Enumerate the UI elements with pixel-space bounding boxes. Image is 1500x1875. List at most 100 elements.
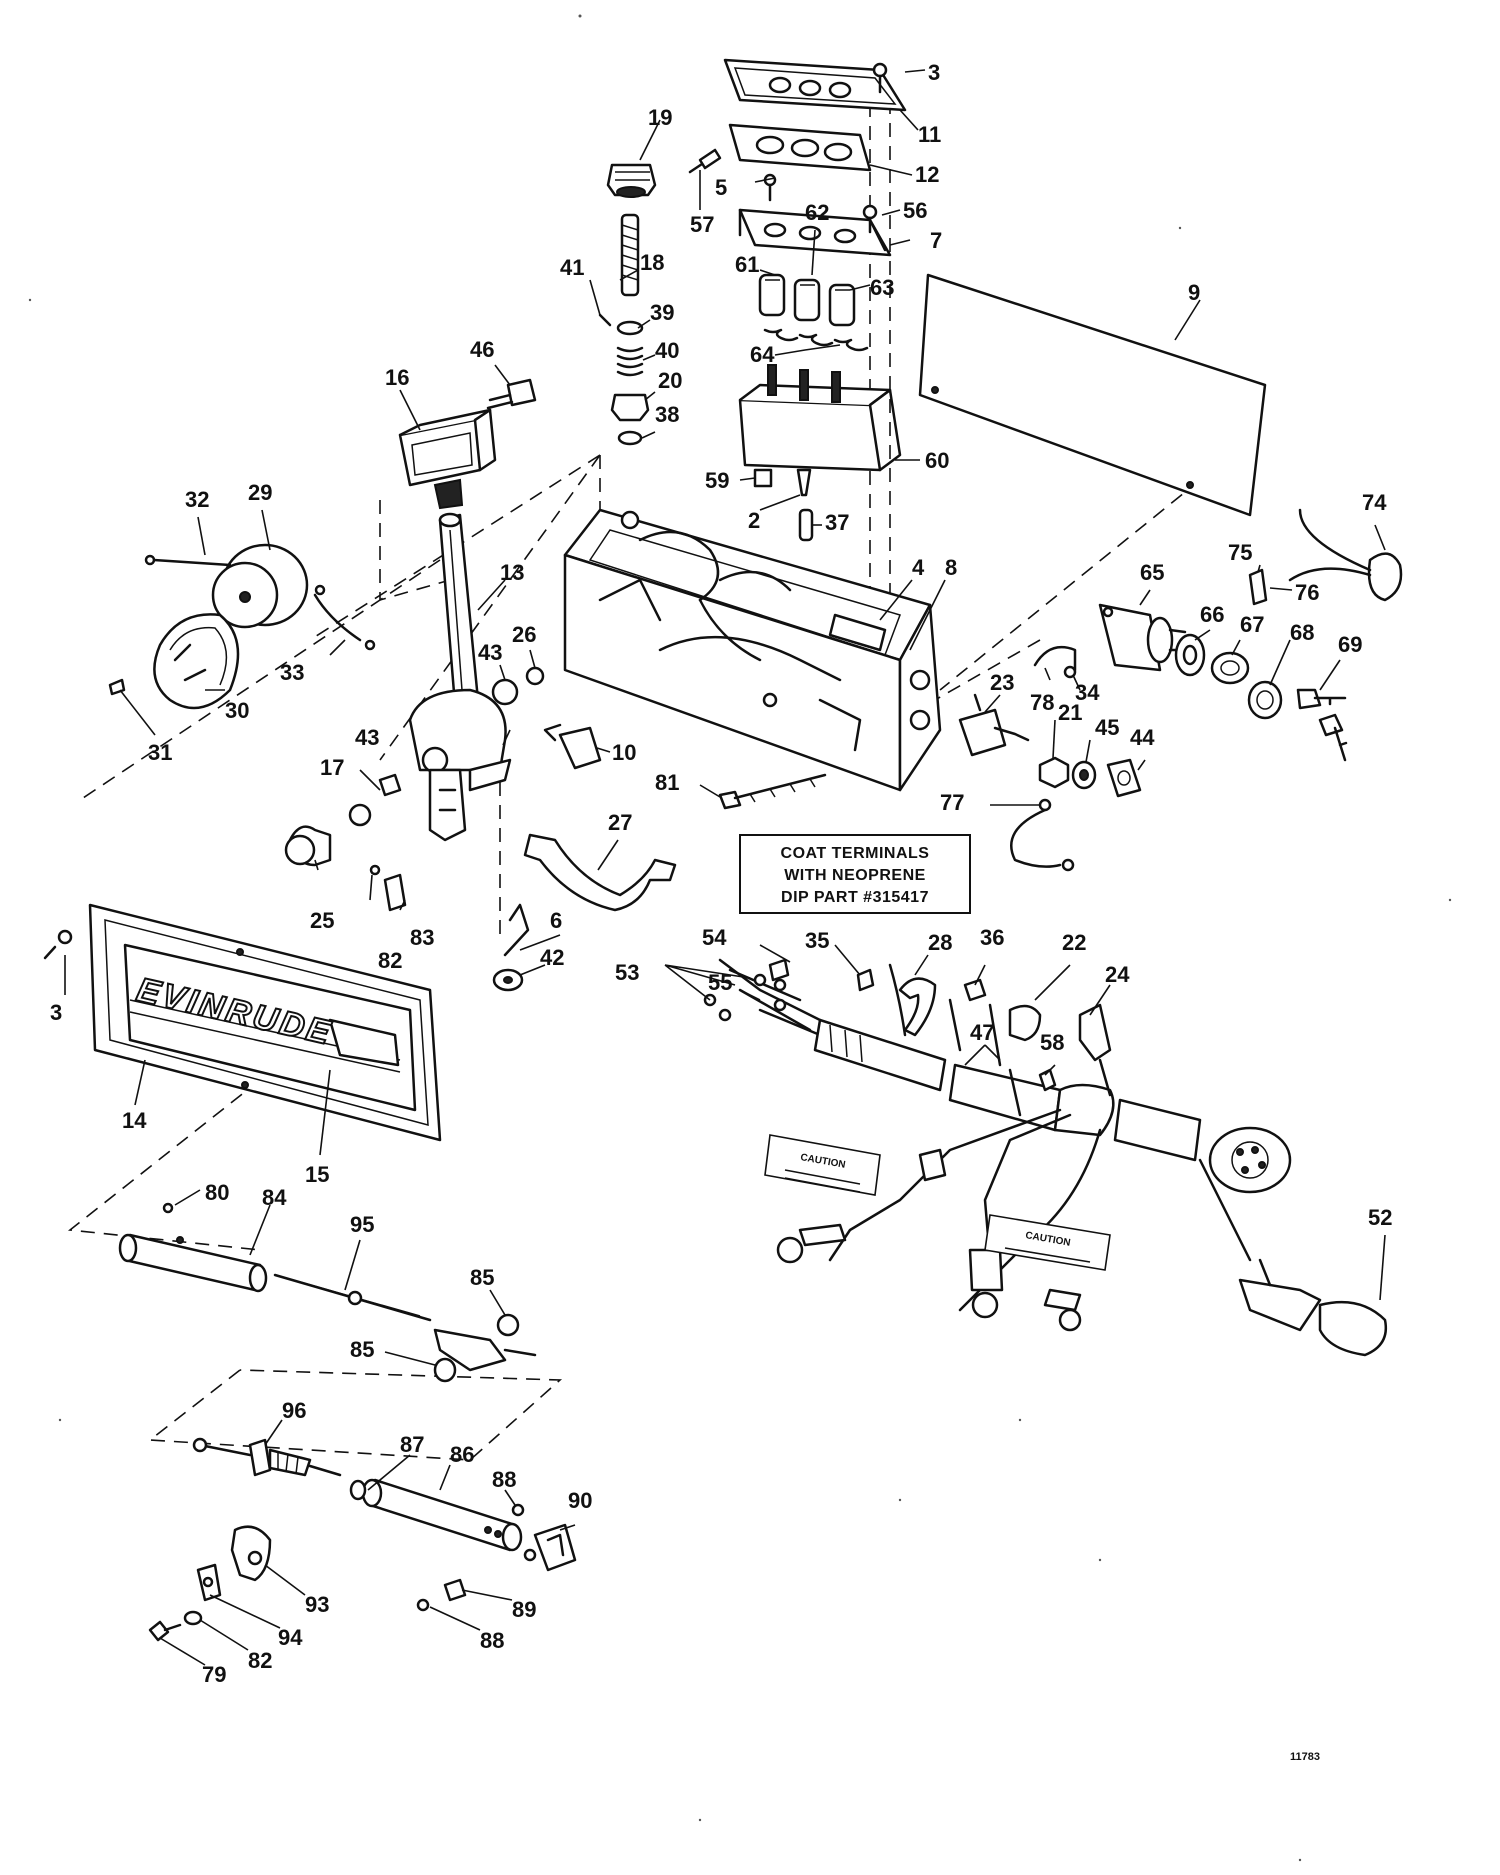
callout-21: 21 <box>1058 700 1082 725</box>
washers-66-67-68 <box>1174 633 1283 720</box>
callout-19: 19 <box>648 105 672 130</box>
strap-27 <box>523 833 677 912</box>
washer-80 <box>162 1202 174 1214</box>
callout-7: 7 <box>930 228 942 253</box>
callout-75: 75 <box>1228 540 1252 565</box>
screws-top <box>688 62 888 234</box>
caution-label-1: CAUTION <box>764 1134 881 1196</box>
callout-59: 59 <box>705 468 729 493</box>
callouts: 3 11 12 5 56 57 7 19 62 61 63 18 41 39 9… <box>50 60 1392 1687</box>
drawing-number: 11783 <box>1290 1751 1320 1763</box>
wire-77 <box>1010 798 1075 872</box>
callout-5: 5 <box>715 175 727 200</box>
screw-18 <box>620 213 640 297</box>
callout-14: 14 <box>122 1108 147 1133</box>
tube-84 <box>118 1233 268 1293</box>
callout-47: 47 <box>970 1020 994 1045</box>
tube-86 <box>349 1478 523 1552</box>
scan-specks <box>28 14 1452 1862</box>
springs-64 <box>763 328 869 352</box>
neoprene-note: COAT TERMINALS WITH NEOPRENE DIP PART #3… <box>739 834 971 914</box>
callout-32: 32 <box>185 487 209 512</box>
callout-8: 8 <box>945 555 957 580</box>
ignition-switch-65 <box>1098 603 1187 672</box>
callout-6: 6 <box>550 908 562 933</box>
callout-43-b: 43 <box>355 725 379 750</box>
callout-24: 24 <box>1105 962 1130 987</box>
leader-lines <box>64 69 1386 1666</box>
callout-69: 69 <box>1338 632 1362 657</box>
note-line-1: COAT TERMINALS <box>781 845 930 862</box>
bracket-78-screw-34 <box>1033 645 1077 679</box>
callout-65: 65 <box>1140 560 1164 585</box>
callout-13: 13 <box>500 560 524 585</box>
callout-54: 54 <box>702 925 727 950</box>
indicator-lamps-61-63 <box>758 273 856 327</box>
rod-end-85 <box>433 1313 537 1383</box>
callout-88-b: 88 <box>480 1628 504 1653</box>
callout-81: 81 <box>655 770 679 795</box>
callout-61: 61 <box>735 252 759 277</box>
callout-17: 17 <box>320 755 344 780</box>
control-housing <box>563 508 942 792</box>
callout-16: 16 <box>385 365 409 390</box>
callout-4: 4 <box>912 555 925 580</box>
rod-95 <box>273 1273 432 1322</box>
callout-85-a: 85 <box>470 1265 494 1290</box>
callout-80: 80 <box>205 1180 229 1205</box>
small-hardware-left <box>284 666 602 912</box>
callout-30: 30 <box>225 698 249 723</box>
cover-plate-9 <box>918 273 1267 517</box>
callout-31: 31 <box>148 740 172 765</box>
lamp-housing-60 <box>738 364 902 472</box>
callout-26: 26 <box>512 622 536 647</box>
clip-90 <box>523 1523 577 1572</box>
harness-clamps <box>768 958 1112 1117</box>
note-line-2: WITH NEOPRENE <box>784 867 926 884</box>
callout-9: 9 <box>1188 280 1200 305</box>
callout-41: 41 <box>560 255 584 280</box>
wire-32-33 <box>108 554 376 696</box>
callout-84: 84 <box>262 1185 287 1210</box>
callout-39: 39 <box>650 300 674 325</box>
callout-53: 53 <box>615 960 639 985</box>
nuts-21-45-44 <box>1038 756 1142 798</box>
callout-12: 12 <box>915 162 939 187</box>
callout-87: 87 <box>400 1432 424 1457</box>
callout-96: 96 <box>282 1398 306 1423</box>
callout-74: 74 <box>1362 490 1387 515</box>
screw-3-faceplate <box>43 929 73 960</box>
caution-label-2: CAUTION <box>984 1214 1111 1271</box>
callout-82-a: 82 <box>378 948 402 973</box>
faceplate-14: EVINRUDE <box>88 903 442 1142</box>
gauge-bezel-30 <box>153 613 240 710</box>
callout-15: 15 <box>305 1162 329 1187</box>
callout-33: 33 <box>280 660 304 685</box>
callout-86: 86 <box>450 1442 474 1467</box>
note-line-3: DIP PART #315417 <box>781 889 929 906</box>
wire-harness-47 <box>703 958 1388 1357</box>
callout-40: 40 <box>655 338 679 363</box>
callout-94: 94 <box>278 1625 303 1650</box>
callout-2: 2 <box>748 508 760 533</box>
callout-29: 29 <box>248 480 272 505</box>
indicator-faceplate-11 <box>723 58 907 112</box>
bolt-81 <box>718 773 827 810</box>
callout-42: 42 <box>540 945 564 970</box>
callout-58: 58 <box>1040 1030 1064 1055</box>
bracket-93-94-82-79 <box>148 1525 272 1642</box>
cable-end-96 <box>192 1437 342 1477</box>
callout-62: 62 <box>805 200 829 225</box>
lanyard-74-75-76 <box>1248 508 1403 606</box>
bolt-46 <box>486 378 537 410</box>
knob-19 <box>606 163 657 198</box>
callout-22: 22 <box>1062 930 1086 955</box>
callout-95: 95 <box>350 1212 374 1237</box>
keys-69 <box>1296 688 1348 762</box>
callout-88-a: 88 <box>492 1467 516 1492</box>
callout-85-b: 85 <box>350 1337 374 1362</box>
clip-59-pin-2-37 <box>753 468 814 542</box>
callout-67: 67 <box>1240 612 1264 637</box>
callout-28: 28 <box>928 930 952 955</box>
